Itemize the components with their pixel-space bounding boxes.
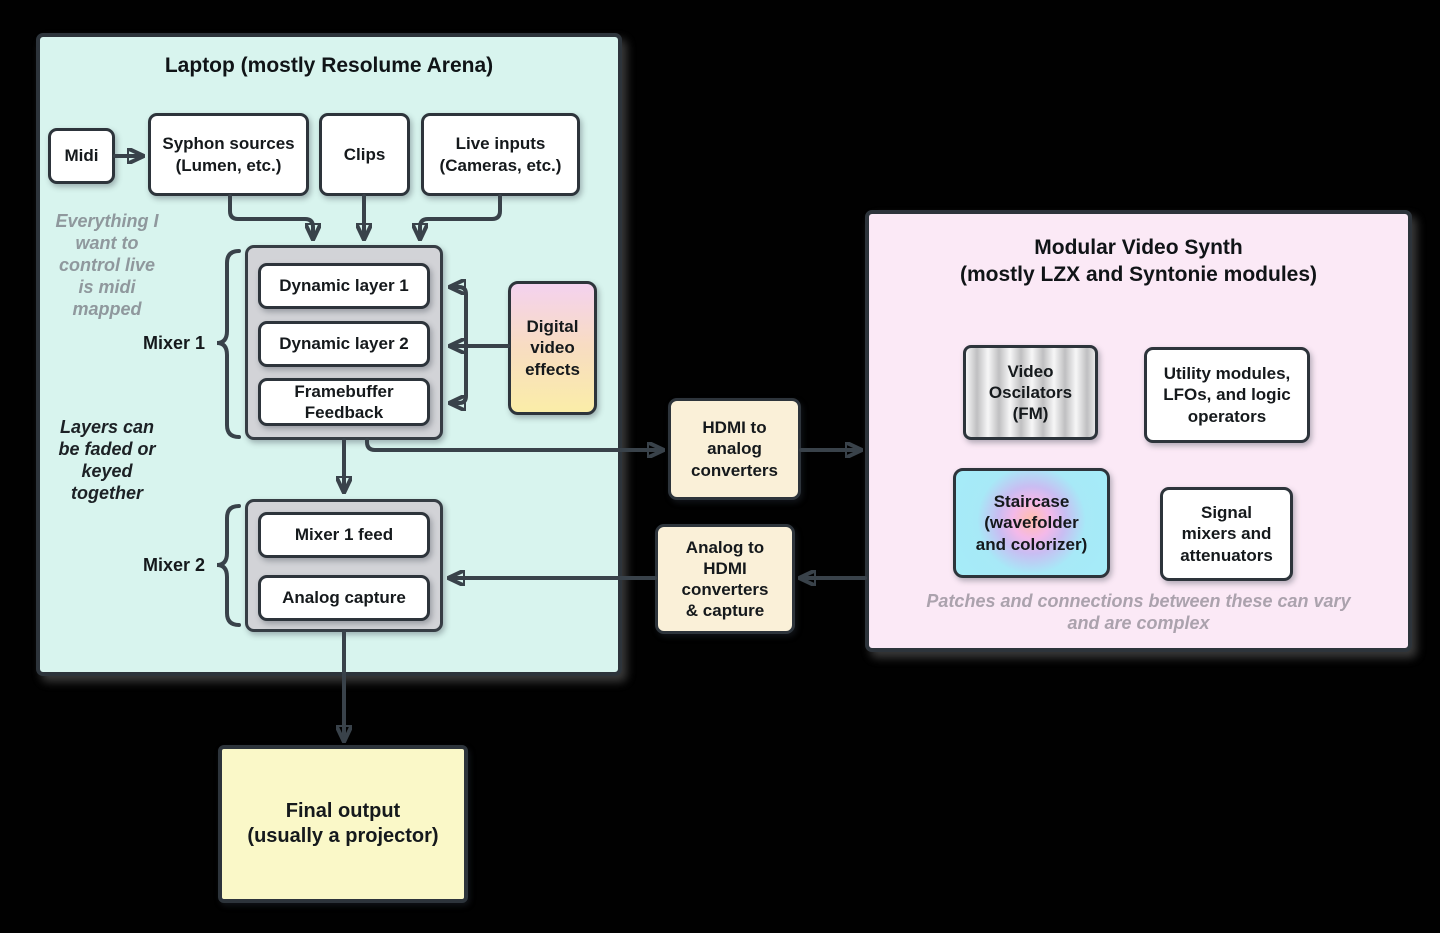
mixer1-label: Mixer 1	[142, 333, 205, 353]
final-output-node: Final output (usually a projector)	[218, 745, 468, 903]
signal-mixers-node: Signal mixers and attenuators	[1160, 487, 1293, 581]
mixer2-label: Mixer 2	[142, 555, 205, 575]
laptop-group-title: Laptop (mostly Resolume Arena)	[164, 54, 494, 77]
utility-modules-node: Utility modules, LFOs, and logic operato…	[1144, 347, 1310, 443]
hdmi-to-analog-node: HDMI to analog converters	[668, 398, 801, 500]
midi-mapped-note: Everything I want to control live is mid…	[55, 211, 159, 319]
live-inputs-node: Live inputs (Cameras, etc.)	[421, 113, 580, 196]
dynamic-layer-2-node: Dynamic layer 2	[258, 321, 430, 367]
analog-to-hdmi-node: Analog to HDMI converters & capture	[655, 524, 795, 634]
synth-group-box	[865, 210, 1412, 652]
mixer1-feed-node: Mixer 1 feed	[258, 512, 430, 558]
digital-video-effects-node: Digital video effects	[508, 281, 597, 415]
synth-group-title: Modular Video Synth (mostly LZX and Synt…	[959, 236, 1318, 287]
syphon-sources-node: Syphon sources (Lumen, etc.)	[148, 113, 309, 196]
staircase-node: Staircase (wavefolder and colorizer)	[953, 468, 1110, 578]
framebuffer-feedback-node: Framebuffer Feedback	[258, 378, 430, 426]
clips-node: Clips	[319, 113, 410, 196]
midi-node: Midi	[48, 128, 115, 184]
layers-note: Layers can be faded or keyed together	[58, 417, 156, 503]
dynamic-layer-1-node: Dynamic layer 1	[258, 263, 430, 309]
patches-note: Patches and connections between these ca…	[926, 591, 1351, 633]
analog-capture-node: Analog capture	[258, 575, 430, 621]
video-oscillators-node: Video Oscilators (FM)	[963, 345, 1098, 440]
